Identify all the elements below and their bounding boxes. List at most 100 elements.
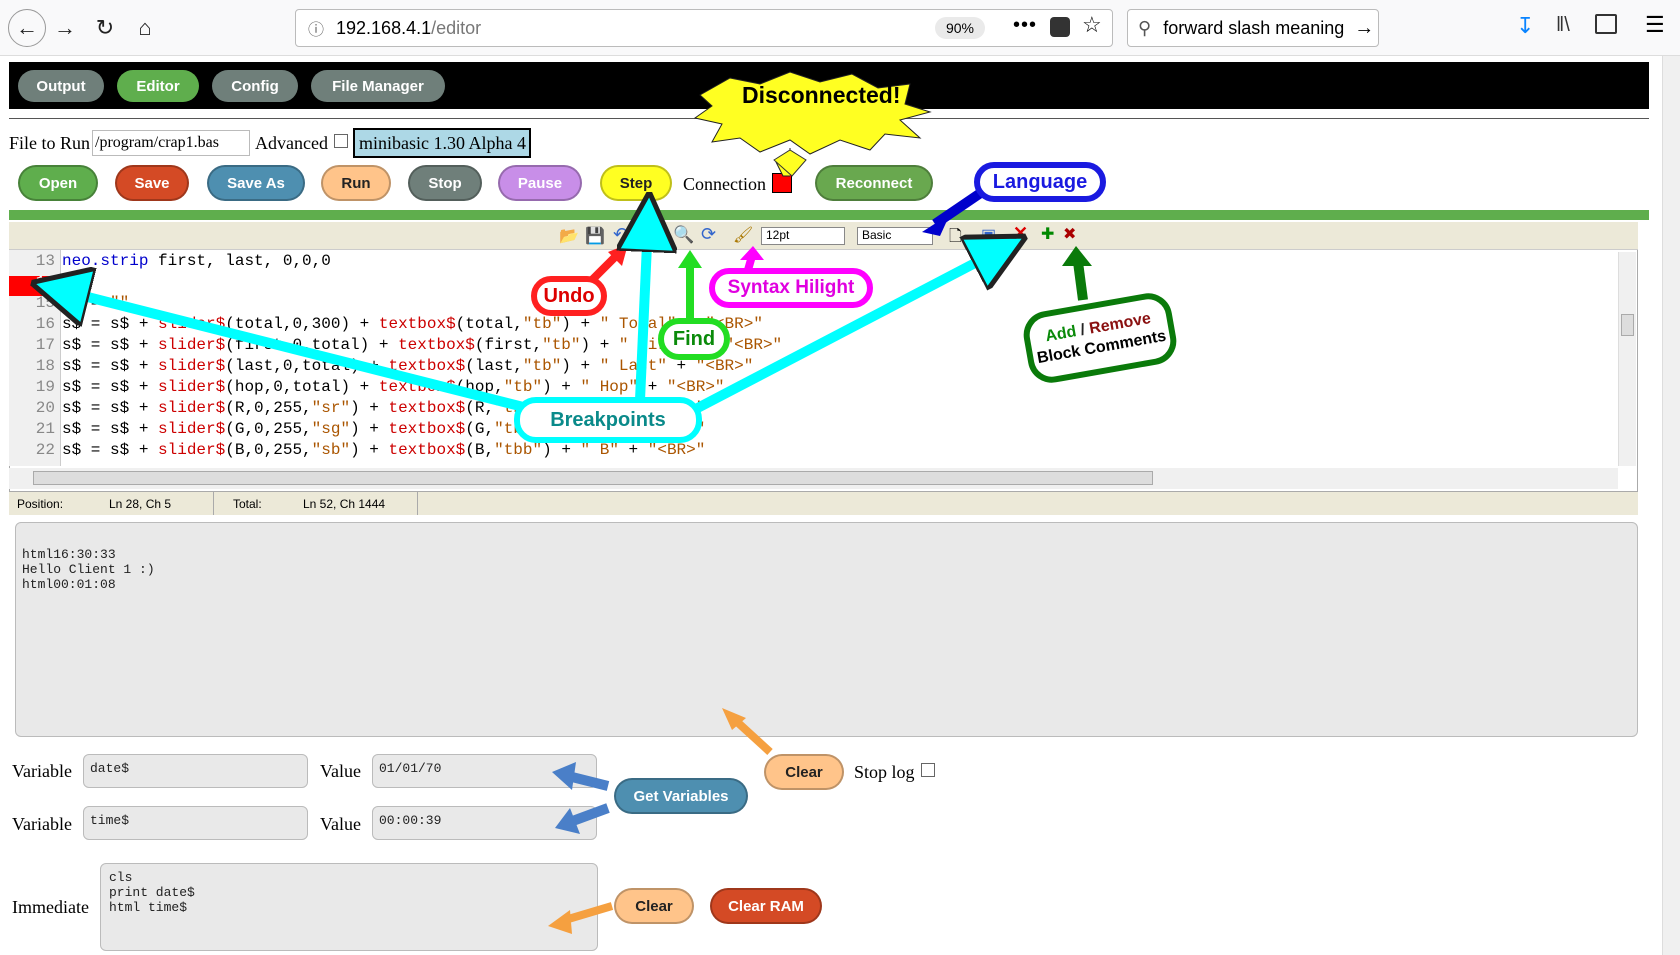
stop-button[interactable]: Stop [408,165,482,201]
syntax-highlight-icon[interactable]: 🖌 [733,227,754,244]
pocket-icon[interactable] [1050,17,1070,37]
save-button[interactable]: Save [115,165,189,201]
save-as-button[interactable]: Save As [207,165,305,201]
home-icon[interactable]: ⌂ [138,15,152,40]
search-icon: ⚲ [1138,17,1152,38]
total-value: Ln 52, Ch 1444 [303,497,386,511]
breakpoints-callout: Breakpoints [514,397,702,443]
clear-immediate-button[interactable]: Clear [614,888,694,924]
disconnected-arrow [773,149,807,177]
search-value: forward slash meaning [1163,17,1345,38]
line-number[interactable]: 18 [35,357,55,375]
stop-log-checkbox[interactable] [921,763,935,777]
remove-comment-icon[interactable]: ✖ [1063,226,1077,243]
back-icon[interactable]: ← [8,9,46,47]
new-document-icon[interactable]: 🗋 [949,228,962,245]
slash-word: / [1079,321,1087,340]
browser-toolbar: ← → ↻ ⌂ ⓘ 192.168.4.1 /editor 90% ••• ☆ … [0,0,1680,56]
sidebar-icon[interactable] [1595,14,1617,34]
value-label: Value [320,761,361,781]
clear-log-button[interactable]: Clear [764,754,844,790]
advanced-label: Advanced [255,133,328,153]
horizontal-scrollbar[interactable] [9,468,1618,489]
syntax-hilight-callout: Syntax Hilight [709,268,873,308]
tab-config[interactable]: Config [212,70,298,102]
block-comments-arrow [1062,246,1092,266]
find-next-icon[interactable]: ⟳ [701,224,717,244]
tab-output[interactable]: Output [18,70,104,102]
more-actions-icon[interactable]: ••• [1013,14,1038,36]
vertical-scroll-thumb[interactable] [1621,314,1634,336]
line-number[interactable]: 19 [35,378,55,396]
open-file-icon[interactable]: 📂 [559,228,579,245]
search-bar[interactable]: ⚲ forward slash meaning → [1127,9,1379,47]
library-icon[interactable]: ‖\ [1556,14,1570,36]
forward-icon[interactable]: → [54,15,76,40]
disconnected-burst [693,71,932,155]
variable-label: Variable [12,761,72,781]
tab-file-manager[interactable]: File Manager [311,70,445,102]
get-variables-arrow [552,762,576,790]
url-path: /editor [431,17,482,38]
variable-name-field[interactable]: date$ [83,754,308,788]
menu-icon[interactable]: ☰ [1645,12,1665,37]
line-number[interactable]: 21 [35,420,55,438]
add-comment-icon[interactable]: ✚ [1041,226,1055,243]
language-select[interactable]: Basic [857,227,933,245]
get-variables-button[interactable]: Get Variables [614,778,748,814]
variable-name-field[interactable]: time$ [83,806,308,840]
horizontal-scroll-thumb[interactable] [33,471,1153,485]
search-go-icon[interactable]: → [1354,16,1375,39]
zoom-indicator[interactable]: 90% [935,17,985,39]
clear-log-arrow [722,708,746,730]
find-arrow [678,250,702,268]
line-number[interactable]: 22 [35,441,55,459]
url-host: 192.168.4.1 [336,17,432,38]
clear-ram-button[interactable]: Clear RAM [710,888,822,924]
line-number[interactable]: 20 [35,399,55,417]
status-divider [213,491,214,515]
position-value: Ln 28, Ch 5 [109,497,172,511]
variable-label: Variable [12,814,72,834]
run-button[interactable]: Run [321,165,391,201]
language-arrow [922,214,950,236]
code-line[interactable]: s$ = s$ + slider$(hop,0,total) + textbox… [62,378,725,396]
editor-status-bar: Position: Ln 28, Ch 5 Total: Ln 52, Ch 1… [9,491,1638,515]
line-number[interactable]: 17 [35,336,55,354]
language-callout: Language [974,162,1106,202]
code-line[interactable]: s$ = s$ + slider$(B,0,255,"sb") + textbo… [62,441,706,459]
undo-callout: Undo [531,276,607,316]
page-scrollbar[interactable] [1662,56,1680,955]
connection-label: Connection [683,174,766,194]
clear-immediate-arrow [548,910,572,934]
get-variables-arrow [555,808,580,834]
file-to-run-label: File to Run [9,133,91,153]
open-button[interactable]: Open [18,165,98,201]
bookmark-star-icon[interactable]: ☆ [1082,12,1102,37]
save-file-icon[interactable]: 💾 [585,228,605,245]
file-to-run-input[interactable]: /program/crap1.bas [92,130,250,156]
immediate-label: Immediate [12,897,89,917]
reload-icon[interactable]: ↻ [95,15,115,40]
version-badge: minibasic 1.30 Alpha 4 [353,128,531,158]
tab-editor[interactable]: Editor [117,70,199,102]
disconnected-callout: Disconnected! [742,82,901,108]
pause-button[interactable]: Pause [498,165,582,201]
status-divider [417,491,418,515]
output-log: html16:30:33 Hello Client 1 :) html00:01… [15,522,1638,737]
code-line[interactable]: s$ = s$ + slider$(last,0,total) + textbo… [62,357,754,375]
syntax-arrow [740,246,764,260]
vertical-scrollbar[interactable] [1618,252,1636,466]
position-label: Position: [17,497,64,511]
reconnect-button[interactable]: Reconnect [815,165,933,201]
value-label: Value [320,814,361,834]
font-size-select[interactable]: 12pt [761,227,845,245]
green-status-bar [9,210,1649,220]
immediate-input[interactable]: cls print date$ html time$ [100,863,598,951]
downloads-icon[interactable]: ↧ [1516,13,1535,38]
find-callout: Find [658,318,730,360]
total-label: Total: [233,497,262,511]
info-icon[interactable]: ⓘ [308,22,325,39]
advanced-checkbox[interactable] [334,134,348,148]
